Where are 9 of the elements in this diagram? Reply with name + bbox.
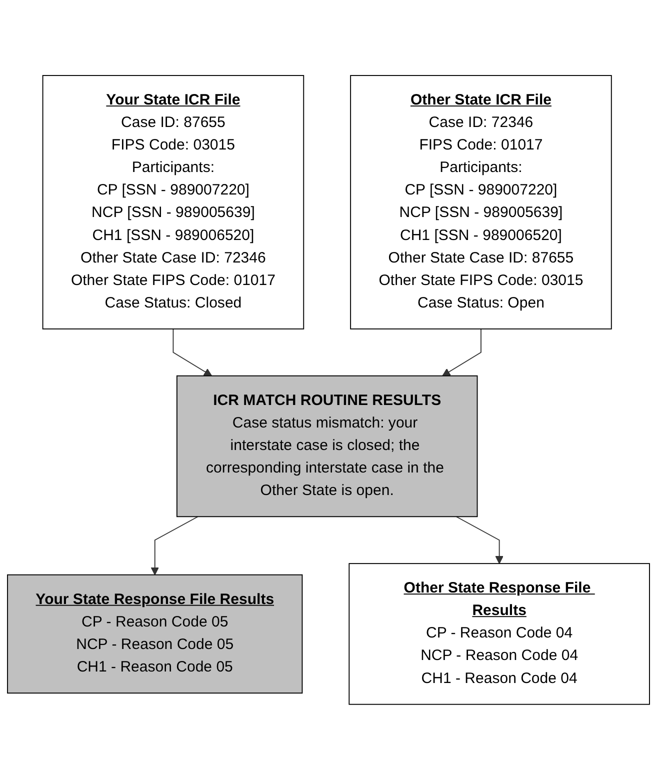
arrow [172, 328, 212, 376]
arrow [150, 516, 198, 575]
arrow [456, 516, 504, 564]
node-box: ICR MATCH ROUTINE RESULTS Case status mismatch: your interstate case is closed; the corresponding interstate case in the Other State is open. [176, 374, 478, 517]
node-box: Other State ICR File Case ID: 72346 FIPS Code: 01017 Participants: CP [SSN - 989007220] NCP [SSN - 989005639] CH1 [SSN - 989006520] Other State Case ID: 87655 Other State FIPS Code: 03015 Case Status: Open [350, 74, 612, 329]
node-box: Your State Response File Results CP - Reason Code 05 NCP - Reason Code 05 CH1 - Reason Code 05 [7, 574, 303, 694]
arrow [442, 328, 482, 376]
node-box: Your State ICR File Case ID: 87655 FIPS Code: 03015 Participants: CP [SSN - 989007220] NCP [SSN - 989005639] CH1 [SSN - 989006520] Other State Case ID: 72346 Other State FIPS Code: 01017 Case Status: Closed [42, 74, 304, 329]
node-box: Other State Response File Results CP - Reason Code 04 NCP - Reason Code 04 CH1 - Reason Code 04 [348, 562, 650, 704]
